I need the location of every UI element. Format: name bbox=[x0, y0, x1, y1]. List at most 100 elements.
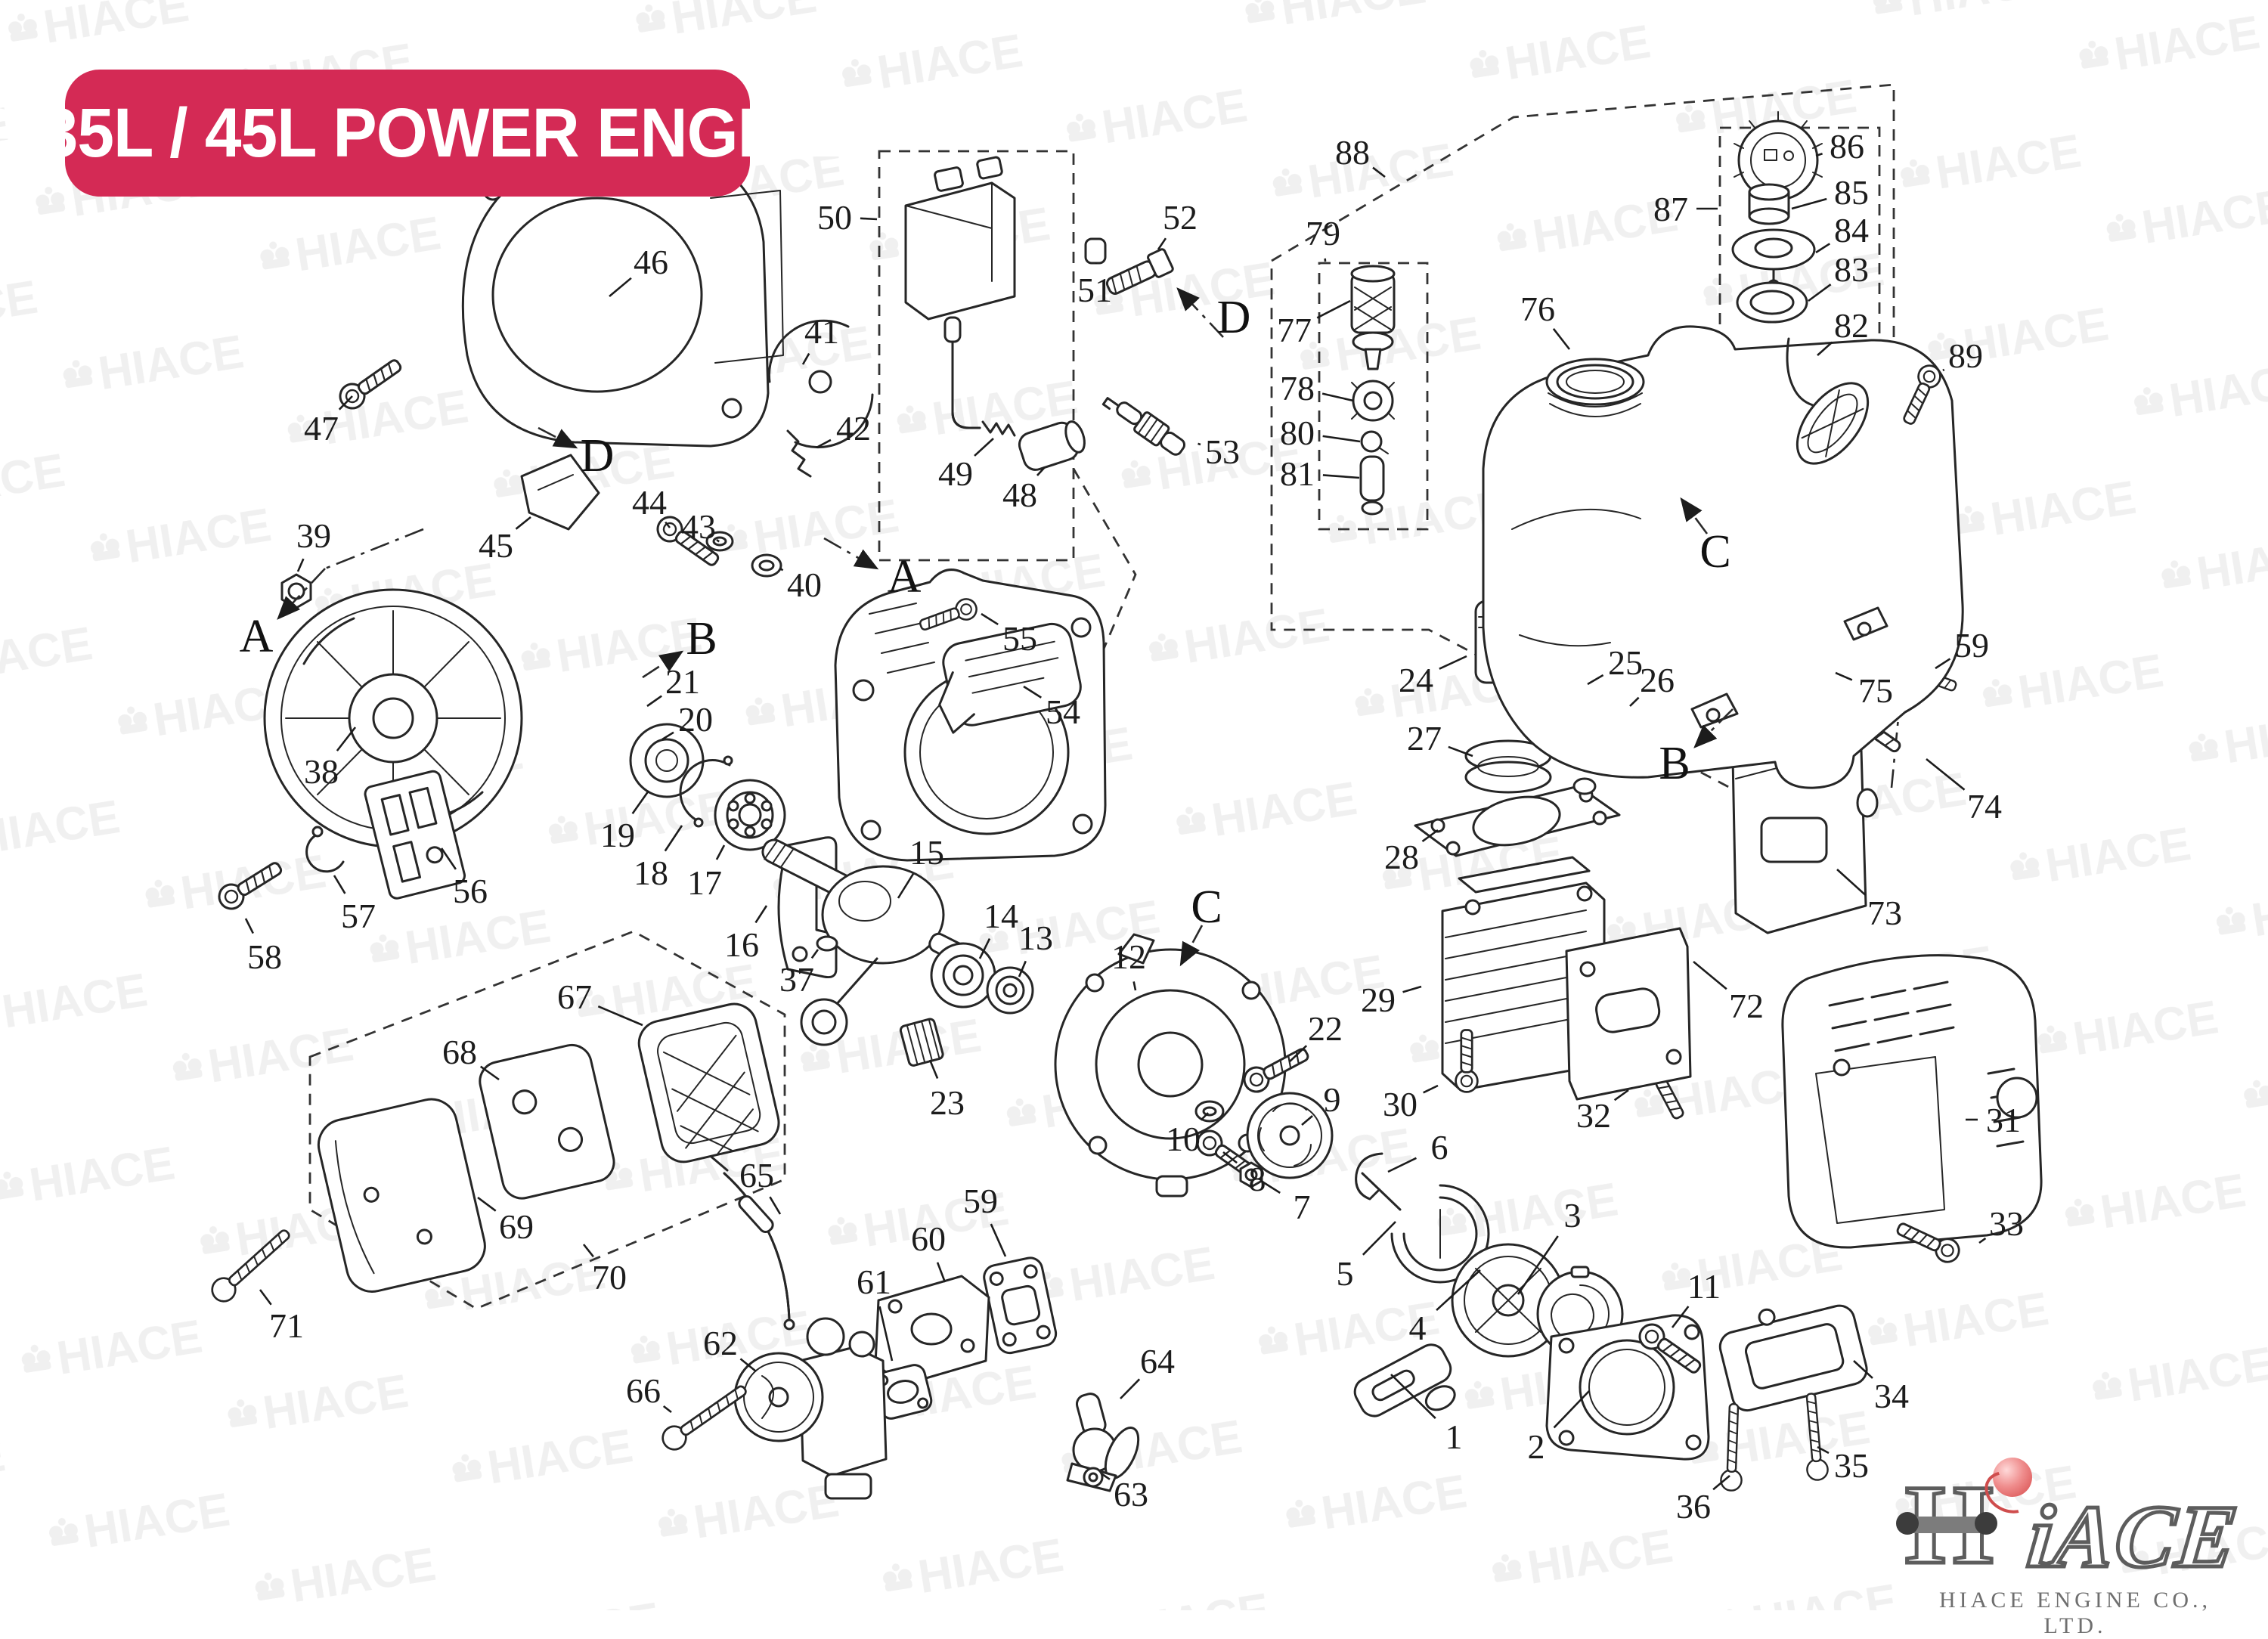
callout-82: 82 bbox=[1834, 306, 1869, 345]
bearing-13-drawing bbox=[987, 968, 1033, 1013]
callout-15: 15 bbox=[909, 833, 944, 872]
callout-8: 8 bbox=[1249, 1160, 1266, 1198]
callout-40: 40 bbox=[787, 565, 822, 604]
callout-5: 5 bbox=[1337, 1254, 1354, 1293]
callout-32: 32 bbox=[1576, 1096, 1611, 1135]
callout-58: 58 bbox=[247, 937, 282, 976]
logo-fist-left-icon bbox=[1896, 1512, 1919, 1535]
callout-21: 21 bbox=[665, 662, 700, 701]
callout-53-leader bbox=[1198, 444, 1201, 445]
section-letter-A: A bbox=[888, 551, 922, 603]
callout-23: 23 bbox=[930, 1083, 965, 1122]
callout-34: 34 bbox=[1874, 1377, 1909, 1415]
callout-4: 4 bbox=[1409, 1309, 1427, 1347]
callout-38: 38 bbox=[304, 752, 339, 791]
callout-60: 60 bbox=[911, 1219, 946, 1258]
callout-46: 46 bbox=[634, 243, 668, 281]
washer-40-drawing bbox=[752, 555, 781, 576]
cap-oring-drawing bbox=[1737, 283, 1807, 322]
callout-13: 13 bbox=[1018, 919, 1053, 957]
callout-50: 50 bbox=[817, 198, 852, 237]
callout-72: 72 bbox=[1729, 987, 1764, 1025]
callout-85: 85 bbox=[1834, 173, 1869, 212]
callout-89: 89 bbox=[1948, 336, 1983, 375]
callout-44: 44 bbox=[632, 483, 667, 522]
callout-28: 28 bbox=[1384, 838, 1419, 876]
page-title: G-35L / 45L POWER ENGINE bbox=[0, 94, 846, 173]
callout-63: 63 bbox=[1114, 1475, 1148, 1514]
callout-88: 88 bbox=[1335, 133, 1370, 172]
callout-26: 26 bbox=[1640, 661, 1675, 699]
callout-22: 22 bbox=[1308, 1009, 1343, 1048]
callout-48: 48 bbox=[1002, 476, 1037, 514]
pin-37-drawing bbox=[817, 937, 837, 950]
callout-10: 10 bbox=[1166, 1120, 1201, 1158]
callout-14: 14 bbox=[984, 897, 1018, 935]
callout-1: 1 bbox=[1445, 1417, 1463, 1456]
callout-45: 45 bbox=[479, 526, 513, 565]
callout-52: 52 bbox=[1163, 198, 1198, 237]
callout-25: 25 bbox=[1608, 643, 1643, 682]
callout-77: 77 bbox=[1277, 311, 1312, 349]
callout-7: 7 bbox=[1294, 1188, 1311, 1226]
callout-83: 83 bbox=[1834, 250, 1869, 289]
section-letter-A: A bbox=[240, 611, 274, 662]
callout-56: 56 bbox=[453, 872, 488, 910]
cap-insert-drawing bbox=[1749, 184, 1789, 224]
callout-73: 73 bbox=[1867, 894, 1902, 932]
nut-39-drawing bbox=[282, 575, 311, 608]
callout-61: 61 bbox=[857, 1263, 891, 1301]
callout-33: 33 bbox=[1989, 1204, 2024, 1243]
starter-cover-drawing bbox=[1547, 1315, 1709, 1459]
callout-11: 11 bbox=[1687, 1267, 1721, 1306]
callout-57: 57 bbox=[341, 897, 376, 935]
callout-67: 67 bbox=[557, 978, 592, 1016]
callout-59: 59 bbox=[1954, 626, 1989, 665]
callout-3: 3 bbox=[1564, 1196, 1582, 1235]
callout-2: 2 bbox=[1528, 1427, 1545, 1466]
washer-10-drawing bbox=[1196, 1101, 1223, 1121]
section-letter-C: C bbox=[1191, 881, 1222, 933]
callout-87: 87 bbox=[1653, 190, 1688, 228]
callout-36: 36 bbox=[1676, 1487, 1711, 1526]
callout-27: 27 bbox=[1407, 719, 1442, 758]
callout-42: 42 bbox=[836, 409, 871, 448]
muffler-gasket-drawing bbox=[1566, 928, 1690, 1099]
callout-31: 31 bbox=[1986, 1101, 2021, 1139]
callout-75: 75 bbox=[1858, 671, 1893, 710]
filter-cap-drawing bbox=[1352, 381, 1394, 420]
callout-51: 51 bbox=[1077, 271, 1112, 309]
callout-35: 35 bbox=[1834, 1446, 1869, 1485]
title-badge: G-35L / 45L POWER ENGINE bbox=[65, 70, 750, 197]
fuel-pipe-drawing bbox=[1361, 457, 1383, 514]
callout-41: 41 bbox=[804, 312, 839, 351]
callout-62: 62 bbox=[703, 1324, 738, 1362]
callout-47: 47 bbox=[304, 409, 339, 448]
nut-63-drawing bbox=[1084, 1468, 1102, 1486]
section-letter-D: D bbox=[581, 430, 615, 482]
callout-18: 18 bbox=[634, 854, 668, 892]
callout-19: 19 bbox=[600, 816, 635, 854]
callout-54: 54 bbox=[1046, 692, 1080, 731]
company-logo: H iACE HIACE ENGINE CO., LTD. bbox=[1905, 1468, 2245, 1589]
callout-12: 12 bbox=[1111, 937, 1146, 976]
callout-74: 74 bbox=[1967, 787, 2002, 826]
callout-49: 49 bbox=[938, 454, 973, 493]
bearing-14-drawing bbox=[931, 943, 995, 1007]
logo-h-glyph: H bbox=[1905, 1468, 1994, 1582]
callout-16: 16 bbox=[724, 925, 759, 964]
callout-43: 43 bbox=[681, 507, 716, 546]
callout-70: 70 bbox=[592, 1258, 627, 1297]
callout-50-leader bbox=[860, 218, 877, 219]
callout-59: 59 bbox=[963, 1182, 998, 1220]
callout-69: 69 bbox=[499, 1207, 534, 1246]
section-letter-C: C bbox=[1699, 526, 1730, 578]
callout-86: 86 bbox=[1830, 127, 1864, 166]
section-letter-B: B bbox=[1659, 738, 1690, 789]
callout-30: 30 bbox=[1383, 1085, 1418, 1123]
callout-80: 80 bbox=[1280, 414, 1315, 452]
callout-78: 78 bbox=[1280, 369, 1315, 407]
callout-68: 68 bbox=[442, 1033, 477, 1071]
callout-29: 29 bbox=[1361, 981, 1396, 1019]
callout-79: 79 bbox=[1306, 214, 1340, 253]
